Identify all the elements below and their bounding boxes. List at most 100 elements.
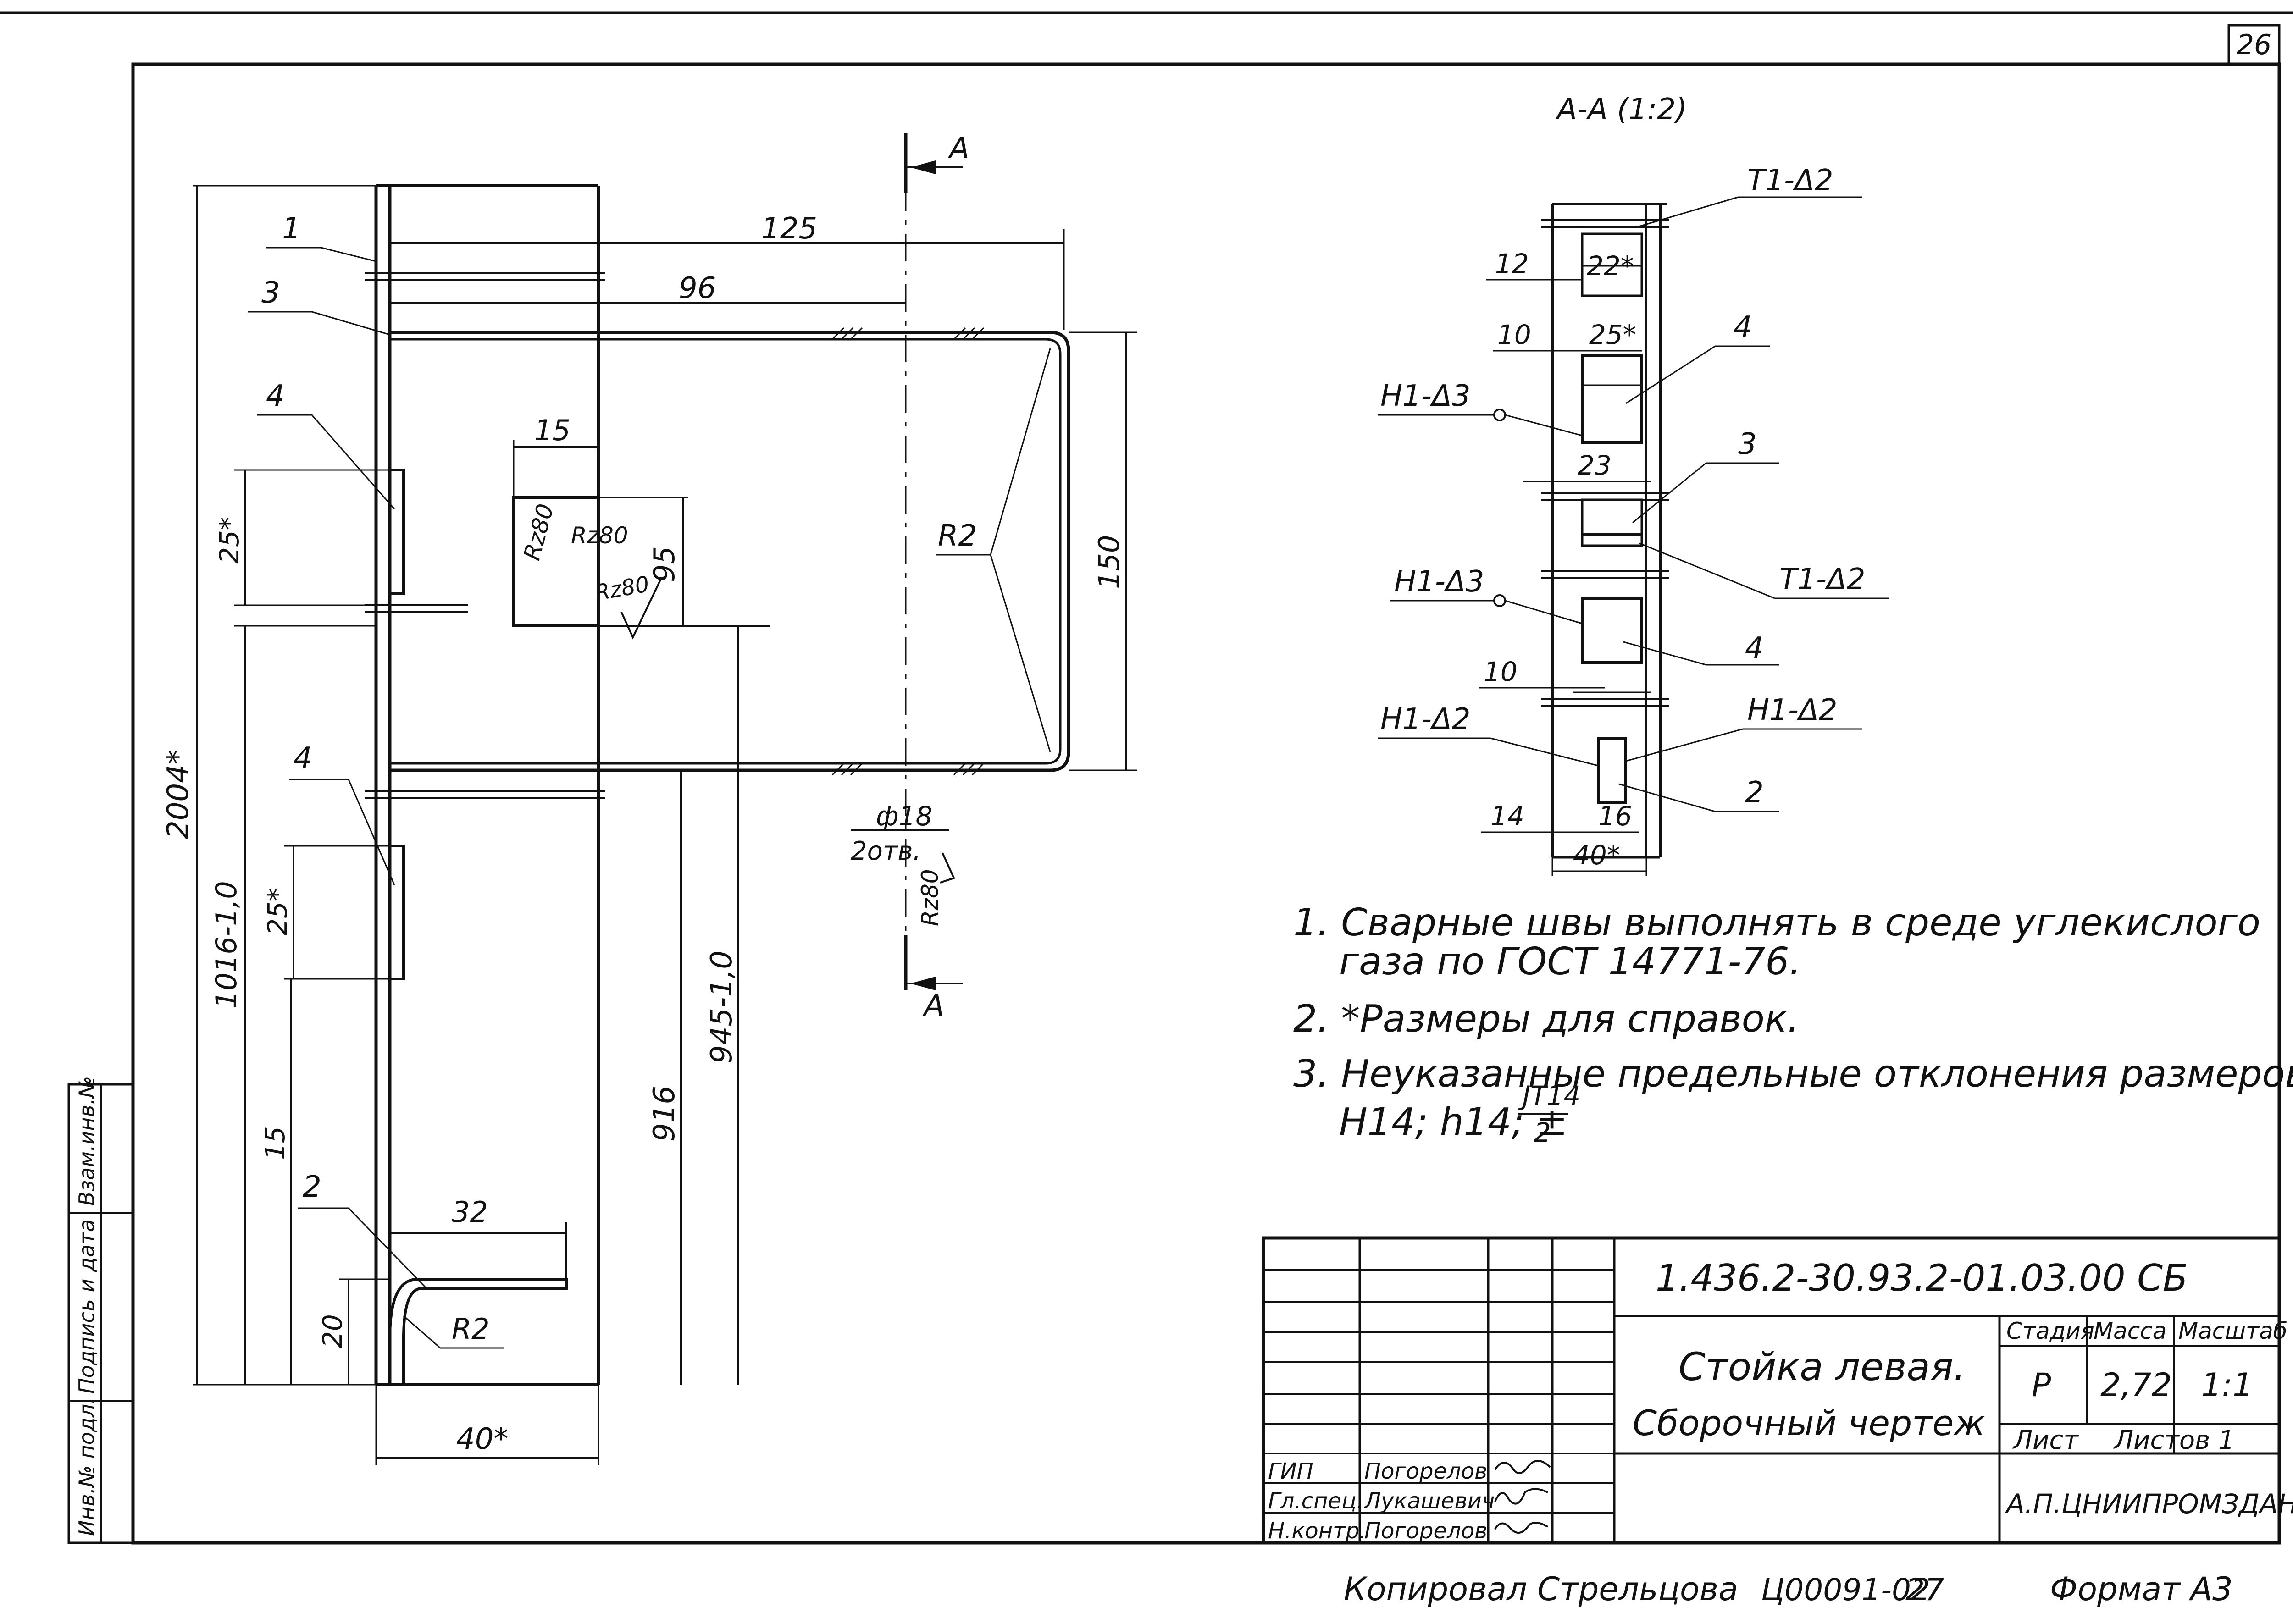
signature-1 xyxy=(1494,1460,1551,1474)
dim-25-lower: 25* xyxy=(262,888,293,935)
callout-2: 2 xyxy=(303,1170,321,1204)
roughness-1: Rz80 xyxy=(519,501,559,563)
dim-2otv: 2отв. xyxy=(851,836,921,866)
dim-95: 95 xyxy=(648,546,681,582)
sec-dim-14: 14 xyxy=(1490,801,1524,832)
sec-callout-4-lower: 4 xyxy=(1745,631,1764,665)
sec-dim-22: 22* xyxy=(1587,250,1634,282)
sec-callout-4-upper: 4 xyxy=(1734,310,1752,344)
dim-945: 945-1,0 xyxy=(705,950,739,1064)
sec-dim-40: 40* xyxy=(1573,840,1620,871)
note-2: 2. *Размеры для справок. xyxy=(1293,997,1799,1041)
note-1-line-2: газа по ГОСТ 14771-76. xyxy=(1339,940,1801,983)
roughness-3: Rz80 xyxy=(593,571,651,606)
mass-value: 2,72 xyxy=(2100,1366,2172,1404)
drawing-number: 27 xyxy=(1905,1572,1944,1607)
sec-callout-2: 2 xyxy=(1745,776,1764,810)
section-part-4-upper xyxy=(1581,354,1643,444)
stage-value: Р xyxy=(2032,1366,2051,1404)
section-part-2 xyxy=(1597,737,1627,804)
cut-label-top: А xyxy=(947,132,969,166)
note-3-fraction-num: ЈТ14 xyxy=(1518,1080,1580,1111)
weld-h1-right: Н1-Δ2 xyxy=(1747,693,1837,727)
dim-phi18: ф18 xyxy=(876,801,932,832)
title-block: 1.436.2-30.93.2-01.03.00 СБ Стойка левая… xyxy=(1262,1236,2293,1545)
section-part-top xyxy=(1581,232,1643,297)
drawing-frame xyxy=(131,62,2281,1545)
part-name-line-1: Стойка левая. xyxy=(1678,1344,1966,1389)
weld-h1-upper: Н1-Δ3 xyxy=(1380,379,1470,413)
dim-15: 15 xyxy=(534,414,570,447)
roughness-4: Rz80 xyxy=(917,869,943,926)
dim-25-upper: 25* xyxy=(214,517,245,564)
dim-125: 125 xyxy=(761,212,817,246)
part-name-line-2: Сборочный чертеж xyxy=(1633,1403,1985,1443)
dim-150: 150 xyxy=(1092,535,1126,589)
name-3: Погорелов xyxy=(1364,1518,1487,1544)
note-1-line-1: 1. Сварные швы выполнять в среде углекис… xyxy=(1293,901,2260,945)
dim-2004: 2004* xyxy=(161,750,195,839)
sec-dim-25: 25* xyxy=(1589,319,1636,350)
note-3-line-2: Н14; h14; ± xyxy=(1339,1100,1567,1144)
hole-hatching xyxy=(831,327,985,776)
roughness-2: Rz80 xyxy=(571,522,628,549)
callout-4-upper: 4 xyxy=(266,379,285,413)
section-view: А-А (1:2) Т1-Δ2 Т1-Δ2 xyxy=(1378,93,1889,876)
plate-4-lower xyxy=(388,845,405,980)
section-title: А-А (1:2) xyxy=(1555,93,1687,127)
side-stamp: Инв.№ подл. Подпись и дата Взам.инв.№ xyxy=(67,1076,134,1544)
plate-4-upper xyxy=(388,469,405,595)
sec-dim-16: 16 xyxy=(1598,801,1632,832)
organization: А.П.ЦНИИПРОМЗДАНИЙ xyxy=(2005,1488,2293,1519)
col-mass: Масса xyxy=(2094,1318,2166,1344)
cut-arrow-top xyxy=(910,160,936,174)
cut-label-bottom: А xyxy=(922,989,944,1023)
weld-t1-top: Т1-Δ2 xyxy=(1747,164,1833,198)
section-part-3 xyxy=(1581,498,1643,547)
sheet-label: Лист xyxy=(2012,1425,2079,1455)
weld-h1-middle: Н1-Δ3 xyxy=(1394,565,1484,599)
inv-podl-label: Инв.№ подл. xyxy=(74,1397,99,1536)
dim-96: 96 xyxy=(679,271,716,305)
sec-dim-12: 12 xyxy=(1495,248,1529,279)
sheets-label: Листов 1 xyxy=(2113,1425,2235,1455)
sec-dim-10-upper: 10 xyxy=(1497,319,1531,350)
signature-2 xyxy=(1494,1488,1548,1505)
name-2: Лукашевич xyxy=(1363,1488,1495,1514)
callout-4-lower: 4 xyxy=(294,741,312,775)
drawing-code: Ц00091-02 xyxy=(1761,1572,1930,1607)
sec-dim-23: 23 xyxy=(1578,450,1612,481)
dim-40: 40* xyxy=(456,1422,508,1456)
role-3: Н.контр. xyxy=(1268,1518,1367,1544)
technical-notes: 1. Сварные швы выполнять в среде углекис… xyxy=(1293,901,2293,1148)
weld-h1-left: Н1-Δ2 xyxy=(1380,702,1470,736)
section-part-4-lower xyxy=(1581,597,1643,664)
dim-32: 32 xyxy=(452,1195,488,1229)
signature-3 xyxy=(1494,1522,1549,1534)
main-view: А А 125 96 15 95 150 xyxy=(161,132,1137,1465)
role-1: ГИП xyxy=(1268,1458,1313,1484)
radius-r2-bracket: R2 xyxy=(938,519,977,553)
designation: 1.436.2-30.93.2-01.03.00 СБ xyxy=(1656,1257,2188,1299)
callout-1: 1 xyxy=(282,212,301,246)
col-stage: Стадия xyxy=(2006,1318,2094,1344)
note-3-fraction-den: 2 xyxy=(1534,1117,1551,1148)
dim-1016: 1016-1,0 xyxy=(210,881,243,1009)
note-3-line-1: 3. Неуказанные предельные отклонения раз… xyxy=(1293,1052,2293,1096)
sec-dim-10-lower: 10 xyxy=(1484,656,1518,687)
weld-t1-mid: Т1-Δ2 xyxy=(1779,563,1865,597)
dim-20: 20 xyxy=(317,1314,348,1348)
role-2: Гл.спец. xyxy=(1268,1488,1363,1514)
callout-3: 3 xyxy=(261,276,280,310)
format-label: Формат А3 xyxy=(2050,1570,2233,1608)
dim-916: 916 xyxy=(648,1086,681,1142)
scale-value: 1:1 xyxy=(2201,1366,2253,1404)
dim-15-left: 15 xyxy=(260,1126,291,1160)
col-scale: Масштаб xyxy=(2178,1318,2287,1344)
radius-r2-bottom: R2 xyxy=(452,1312,490,1346)
sec-callout-3: 3 xyxy=(1738,427,1757,461)
sheet-number: 26 xyxy=(2237,29,2271,61)
copied-by: Копировал Стрельцова xyxy=(1344,1570,1738,1608)
name-1: Погорелов xyxy=(1364,1458,1487,1484)
